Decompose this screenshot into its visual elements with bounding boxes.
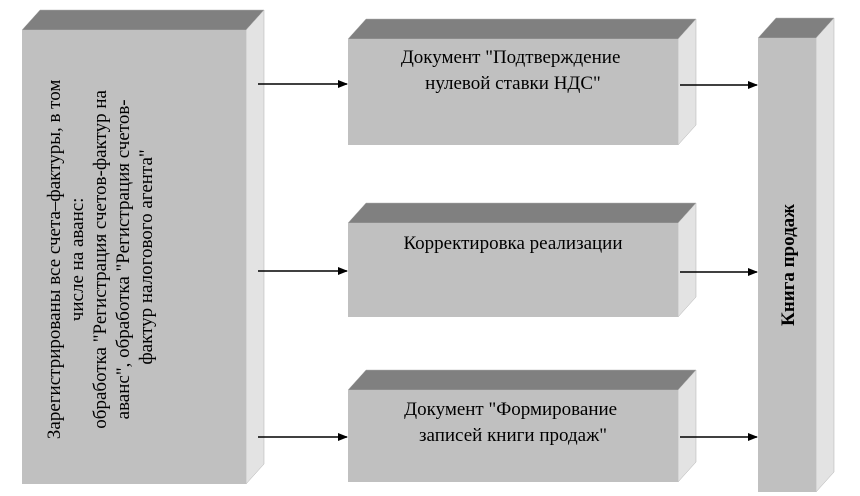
middle-box-1-top xyxy=(347,18,697,40)
source-line-1: Зарегистрированы все счета–фактуры, в то… xyxy=(44,80,65,440)
middle-box-3-line-1: Документ "Формирование xyxy=(404,399,617,420)
middle-box-1-line-2: нулевой ставки НДС" xyxy=(425,73,601,94)
source-box-text: Зарегистрированы все счета–фактуры, в то… xyxy=(44,75,157,439)
target-box-label: Книга продаж xyxy=(778,204,799,326)
source-line-2: числе на аванс: xyxy=(67,198,88,322)
middle-box-1-text: Документ "Подтверждение нулевой ставки Н… xyxy=(401,47,625,94)
middle-box-2-top xyxy=(347,202,697,224)
middle-box-2-side xyxy=(677,202,697,318)
middle-box-3-text: Документ "Формирование записей книги про… xyxy=(404,399,622,446)
middle-box-2-front xyxy=(348,223,678,317)
middle-box-2-text: Корректировка реализации xyxy=(403,233,622,254)
source-line-5: фактур налогового агента" xyxy=(136,149,157,364)
middle-box-1-side xyxy=(677,18,697,146)
middle-box-3-top xyxy=(347,369,697,391)
source-box-top xyxy=(21,9,265,31)
middle-box-3-line-2: записей книги продаж" xyxy=(419,425,607,446)
middle-box-1-front xyxy=(348,39,678,145)
source-line-3: обработка "Регистрация счетов-фактур на xyxy=(90,89,111,428)
source-box: Зарегистрированы все счета–фактуры, в то… xyxy=(21,9,265,485)
middle-box-3-side xyxy=(677,369,697,483)
source-box-front xyxy=(22,30,246,484)
source-box-side xyxy=(245,9,265,485)
source-line-4: аванс", обработка "Регистрация счетов- xyxy=(113,99,134,419)
target-box: Книга продаж xyxy=(757,17,835,493)
target-box-front xyxy=(758,38,816,492)
middle-box-3-front xyxy=(348,390,678,482)
middle-box-1: Документ "Подтверждение нулевой ставки Н… xyxy=(347,18,697,146)
middle-box-2: Корректировка реализации xyxy=(347,202,697,318)
middle-box-3: Документ "Формирование записей книги про… xyxy=(347,369,697,483)
target-box-side xyxy=(815,17,835,493)
middle-box-2-line-1: Корректировка реализации xyxy=(403,233,622,254)
middle-box-1-line-1: Документ "Подтверждение xyxy=(401,47,621,68)
